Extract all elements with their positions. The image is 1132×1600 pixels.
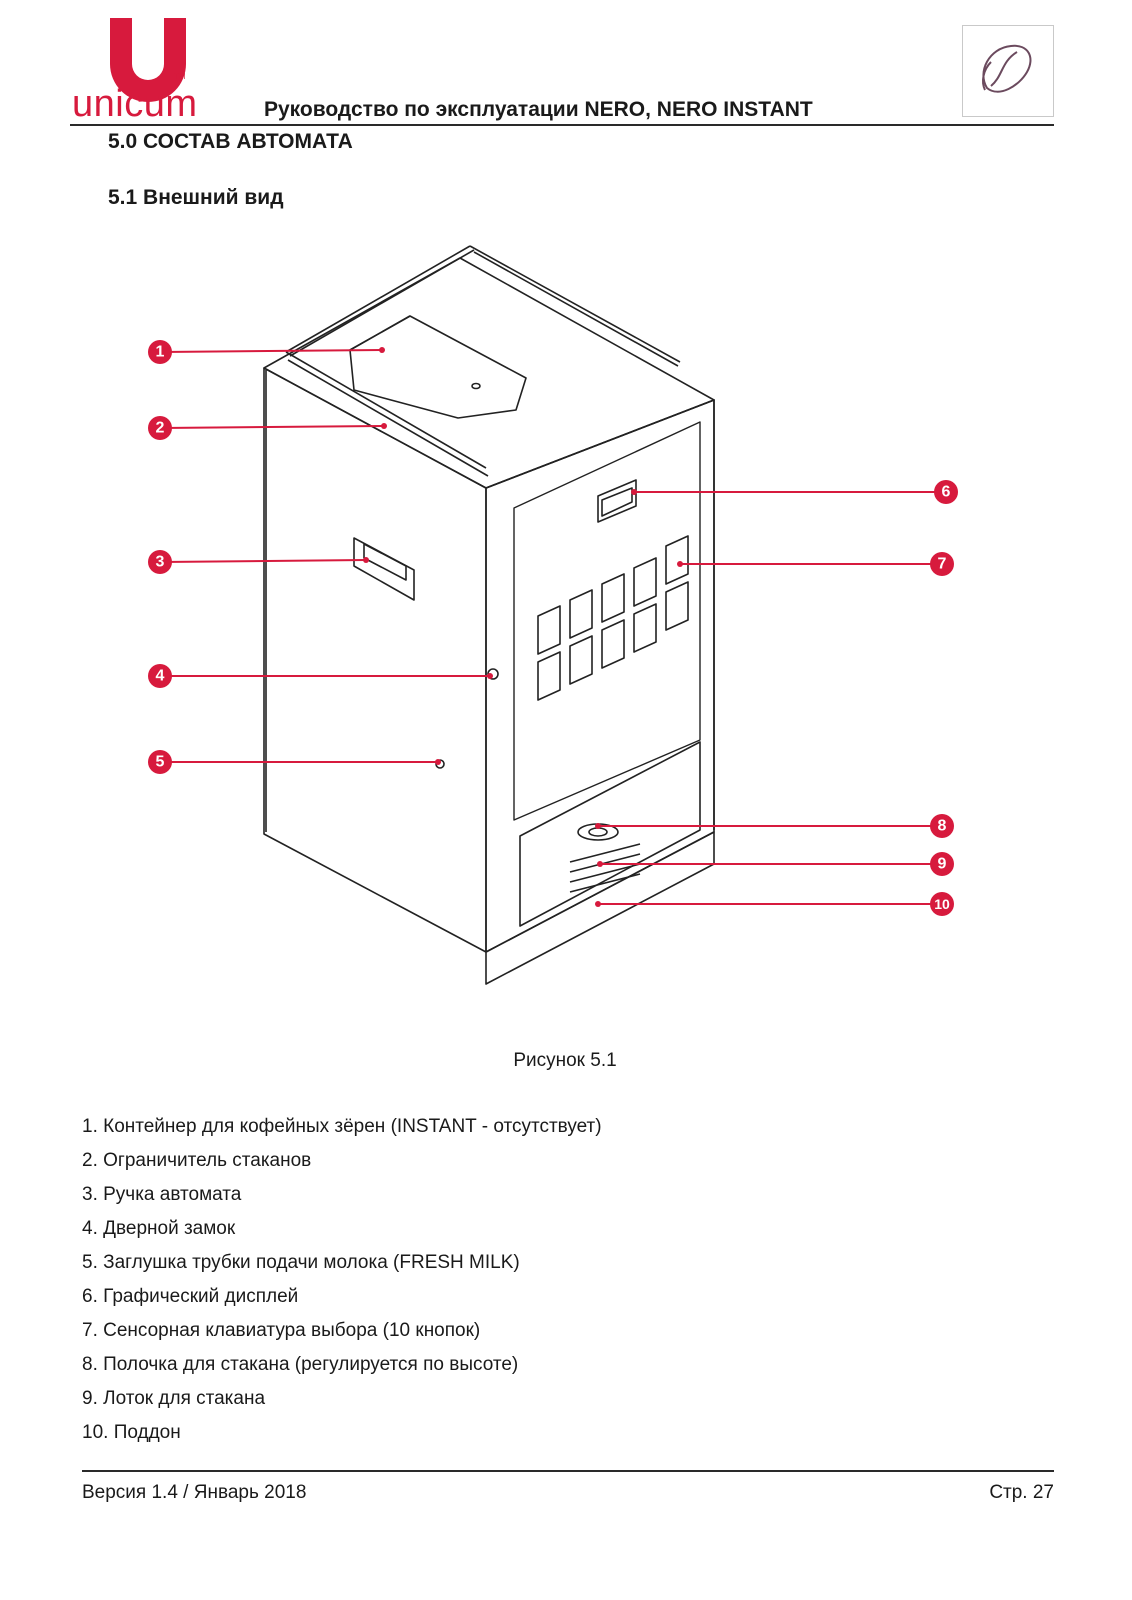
legend-item: 5. Заглушка трубки подачи молока (FRESH … — [82, 1252, 520, 1273]
svg-text:9: 9 — [938, 856, 947, 873]
svg-text:7: 7 — [938, 556, 947, 573]
footer-version: Версия 1.4 / Январь 2018 — [82, 1482, 307, 1503]
figure-caption: Рисунок 5.1 — [513, 1050, 617, 1071]
logo-wordmark: unicum — [72, 83, 198, 125]
svg-text:3: 3 — [156, 554, 165, 571]
callout-8: 8 — [930, 814, 954, 838]
svg-text:10: 10 — [934, 896, 950, 912]
svg-text:6: 6 — [942, 484, 951, 501]
callout-9: 9 — [930, 852, 954, 876]
callout-3: 3 — [148, 550, 172, 574]
subsection-title: 5.1 Внешний вид — [108, 186, 284, 209]
manual-title: Руководство по эксплуатации NERO, NERO I… — [264, 98, 813, 121]
section-title: 5.0 СОСТАВ АВТОМАТА — [108, 130, 353, 153]
legend-item: 8. Полочка для стакана (регулируется по … — [82, 1354, 519, 1375]
callout-5: 5 — [148, 750, 172, 774]
page-number: Стр. 27 — [989, 1482, 1054, 1503]
callout-4: 4 — [148, 664, 172, 688]
legend-item: 3. Ручка автомата — [82, 1184, 242, 1205]
legend-item: 2. Ограничитель стаканов — [82, 1150, 312, 1171]
svg-text:4: 4 — [156, 668, 165, 685]
svg-text:5: 5 — [156, 754, 165, 771]
legend-list: 1. Контейнер для кофейных зёрен (INSTANT… — [82, 1110, 602, 1450]
trademark-mark: TM — [174, 72, 186, 81]
svg-text:1: 1 — [156, 344, 165, 361]
coffee-bean-icon — [962, 25, 1054, 117]
legend-item: 9. Лоток для стакана — [82, 1388, 266, 1409]
legend-item: 1. Контейнер для кофейных зёрен (INSTANT… — [82, 1116, 602, 1137]
legend-item: 7. Сенсорная клавиатура выбора (10 кнопо… — [82, 1320, 481, 1341]
callout-7: 7 — [930, 552, 954, 576]
svg-text:8: 8 — [938, 818, 947, 835]
svg-text:2: 2 — [156, 420, 165, 437]
header-divider — [70, 124, 1054, 126]
callout-6: 6 — [934, 480, 958, 504]
vending-machine-diagram: 1 2 3 4 5 6 7 8 9 10 — [148, 245, 958, 985]
footer-divider — [82, 1470, 1054, 1472]
callout-1: 1 — [148, 340, 172, 364]
callout-2: 2 — [148, 416, 172, 440]
legend-item: 4. Дверной замок — [82, 1218, 236, 1239]
legend-item: 6. Графический дисплей — [82, 1286, 299, 1307]
callout-10: 10 — [930, 892, 954, 916]
unicum-logo-icon — [110, 18, 186, 102]
legend-item: 10. Поддон — [82, 1422, 181, 1443]
